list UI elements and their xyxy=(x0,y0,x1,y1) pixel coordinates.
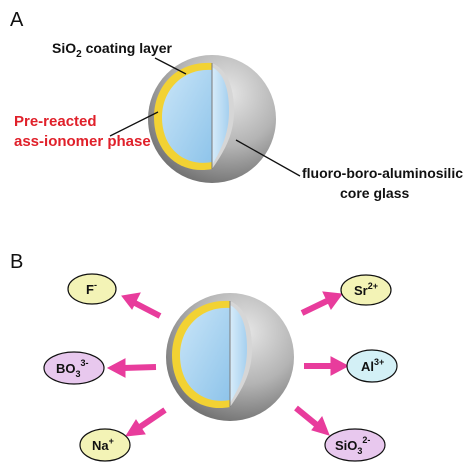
ion-silicate: SiO32- xyxy=(324,428,386,462)
svg-text:Al3+: Al3+ xyxy=(361,357,384,374)
svg-text:SiO32-: SiO32- xyxy=(335,435,370,456)
svg-text:Na+: Na+ xyxy=(92,436,114,453)
arrow-borate xyxy=(106,358,157,378)
prereacted-leader-line xyxy=(109,111,159,137)
particle-a xyxy=(147,54,277,184)
prereacted-label-line2: ass-ionomer phase xyxy=(14,133,151,150)
ion-borate: BO33- xyxy=(43,351,105,385)
release-arrows xyxy=(106,291,350,437)
ion-strontium: Sr2+ xyxy=(340,274,392,306)
ion-aluminum: Al3+ xyxy=(346,349,398,383)
ion-sodium: Na+ xyxy=(79,428,131,462)
prereacted-label-line1: Pre-reacted xyxy=(14,113,97,130)
coating-leader-line xyxy=(154,57,187,75)
core-leader-line xyxy=(235,139,301,177)
core-glass-label-line2: core glass xyxy=(340,185,409,201)
svg-text:BO33-: BO33- xyxy=(56,358,89,379)
arrow-sodium xyxy=(125,407,167,437)
coating-layer-label: SiO2 coating layer xyxy=(52,40,172,60)
arrow-strontium xyxy=(300,291,343,316)
particle-b xyxy=(165,292,295,422)
core-glass-label-line1: fluoro-boro-aluminosilic xyxy=(302,165,463,181)
panel-label-b: B xyxy=(10,251,23,273)
arrow-fluoride xyxy=(121,292,162,319)
panel-label-a: A xyxy=(10,9,24,31)
ion-fluoride: F- xyxy=(67,273,117,305)
svg-text:F-: F- xyxy=(86,280,97,297)
svg-text:Sr2+: Sr2+ xyxy=(354,281,378,298)
arrow-aluminum xyxy=(304,356,350,376)
arrow-silicate xyxy=(294,405,330,436)
